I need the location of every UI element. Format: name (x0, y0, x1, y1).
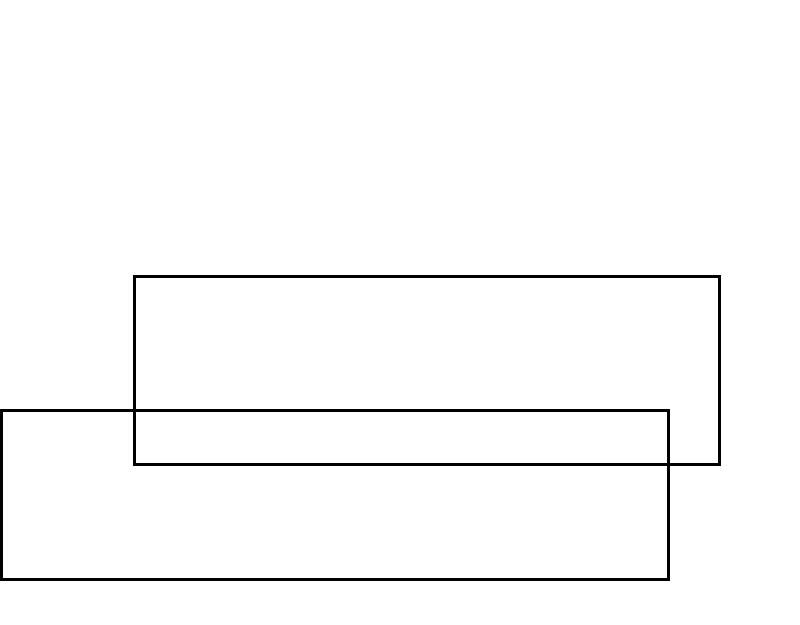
lower-left-rectangle (0, 409, 670, 581)
upper-right-rectangle (133, 275, 721, 466)
